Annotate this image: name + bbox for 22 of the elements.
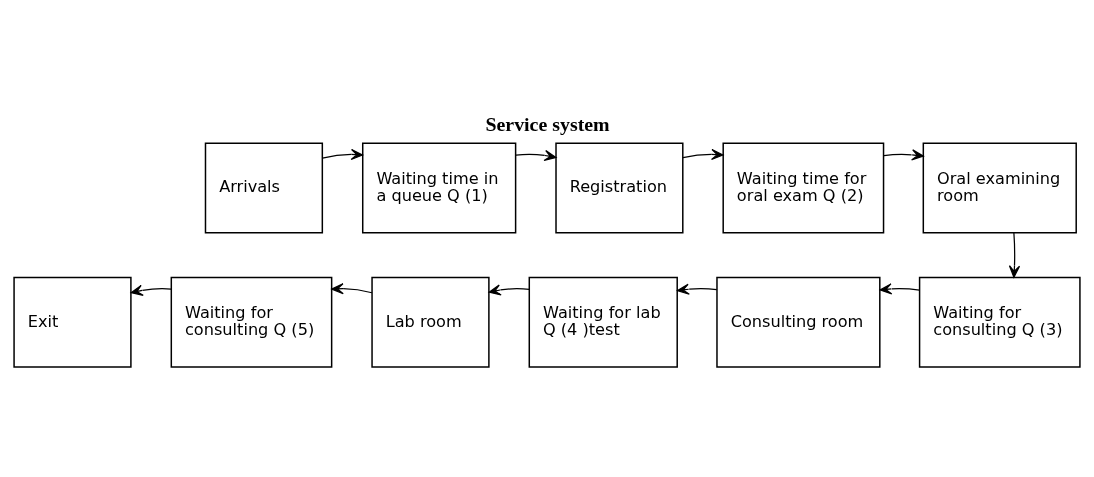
- diagram-title: Service system: [485, 112, 610, 135]
- arrow: [676, 283, 718, 295]
- node-box: Consulting room: [716, 276, 881, 368]
- arrow: [130, 284, 172, 296]
- arrow: [883, 148, 924, 160]
- node-box: Waiting for consulting Q (5): [170, 276, 333, 368]
- node-box: Registration: [555, 142, 684, 234]
- node-box: Lab room: [371, 276, 490, 368]
- node-box: Arrivals: [204, 142, 324, 234]
- node-box: Waiting for consulting Q (3): [918, 276, 1081, 368]
- arrow: [488, 283, 530, 296]
- node-box: Waiting time in a queue Q (1): [362, 142, 517, 234]
- arrow: [515, 149, 557, 161]
- arrow: [321, 148, 364, 160]
- node-box: Waiting time for oral exam Q (2): [722, 142, 885, 234]
- arrow: [331, 282, 373, 294]
- node-box: Oral examining room: [922, 142, 1077, 234]
- node-box: Waiting for lab Q (4 )test: [528, 276, 678, 368]
- arrow: [879, 282, 921, 295]
- arrow: [1008, 231, 1021, 278]
- node-box: Exit: [13, 276, 132, 368]
- arrow: [682, 148, 724, 160]
